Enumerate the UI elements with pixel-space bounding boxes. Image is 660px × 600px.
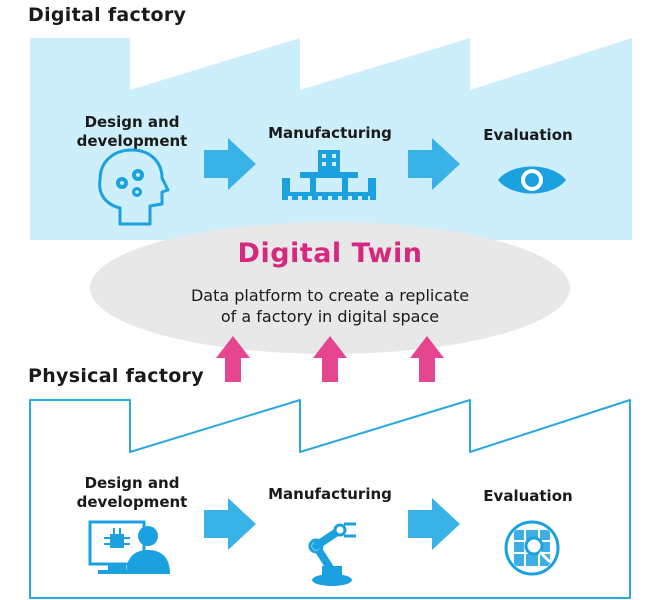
digital-twin-title: Digital Twin [237,238,423,269]
digital-twin-ellipse [90,222,570,354]
physical-evaluation-label: Evaluation [483,487,573,505]
physical-arrow-2 [408,498,460,550]
pink-arrow-3 [410,336,444,382]
physical-manufacturing-label: Manufacturing [268,485,392,503]
physical-factory-title: Physical factory [28,365,204,387]
digital-arrow-1 [204,138,256,190]
digital-evaluation-label: Evaluation [483,126,573,144]
computer-person-icon [88,520,170,574]
digital-design-label: Design and development [76,113,188,150]
digital-factory-building [30,38,632,240]
robot-arm-icon [308,522,356,586]
digital-twin-description-line1: Data platform to create a replicate [190,286,470,305]
digital-manufacturing-label: Manufacturing [268,124,392,142]
head-gears-icon [98,148,170,226]
eye-icon [498,166,566,194]
physical-factory-building [29,399,631,599]
digital-twin-description-line2: of a factory in digital space [220,307,440,326]
pixel-machine-icon [282,150,376,200]
pink-arrow-1 [216,336,250,382]
physical-arrow-1 [204,498,256,550]
digital-arrow-2 [408,138,460,190]
physical-design-label: Design and development [76,474,188,511]
pink-arrow-2 [313,336,347,382]
digital-factory-title: Digital factory [28,4,187,26]
grid-sphere-icon [504,520,560,576]
